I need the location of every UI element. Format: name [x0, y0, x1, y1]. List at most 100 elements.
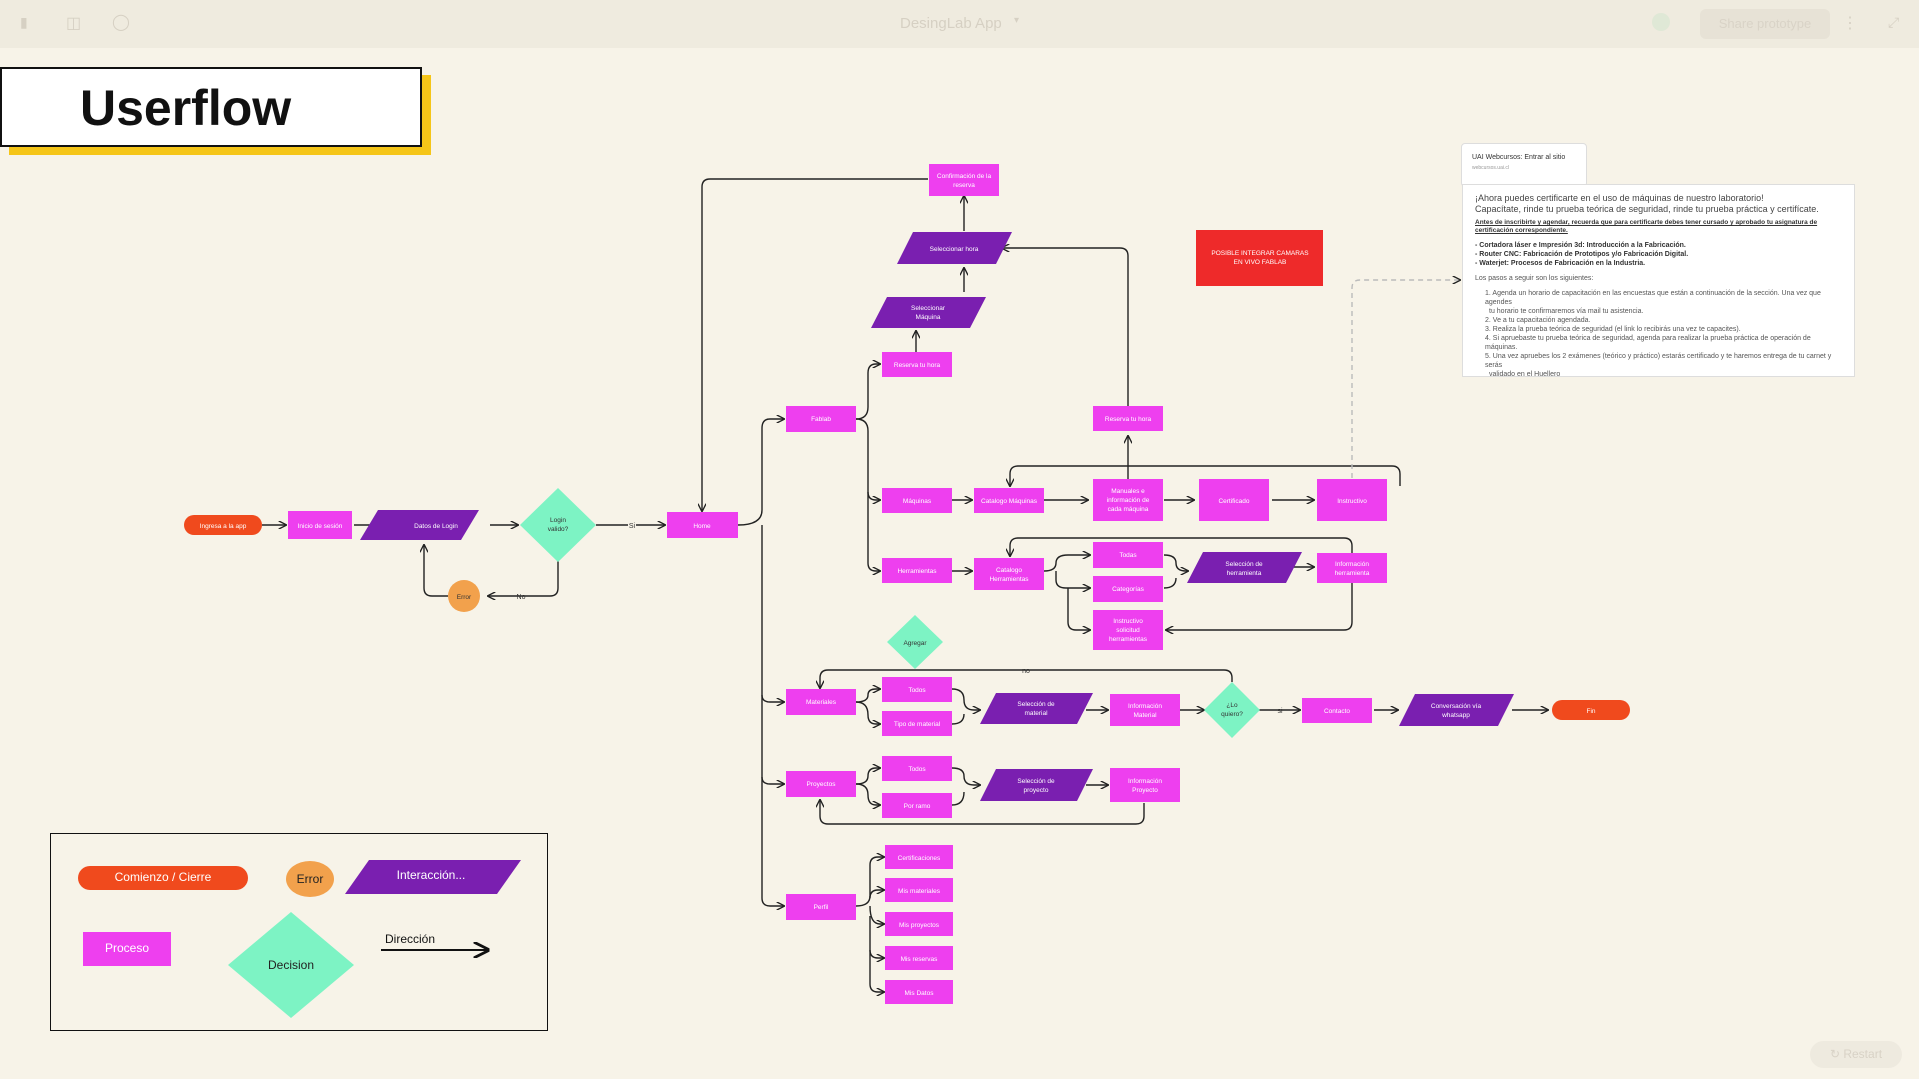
options-icon[interactable]: ⋮ [1842, 15, 1858, 32]
legend-error-label: Error [296, 872, 324, 886]
lo-quiero-decision[interactable] [1204, 682, 1260, 738]
end-label: Fin [1586, 708, 1595, 715]
legend-decision-shape [228, 912, 354, 1018]
fablab-label: Fablab [811, 416, 831, 423]
chevron-down-icon[interactable]: ▾ [1014, 15, 1020, 26]
camera-note [1196, 230, 1323, 286]
proyectos-node[interactable] [786, 771, 856, 797]
mis-materiales-label: Mis materiales [898, 888, 941, 895]
instructivo-solicitud-label-3: herramientas [1109, 636, 1148, 643]
catalogo-herramientas-node[interactable] [974, 558, 1044, 590]
webcursos-url: webcursos.uai.cl [1472, 165, 1509, 171]
login-valido-label-2: valido? [548, 526, 569, 533]
note-req-3: - Waterjet: Procesos de Fabricación en l… [1475, 260, 1646, 267]
restart-button[interactable]: ↻ Restart [1810, 1041, 1902, 1068]
todos-materiales-node[interactable] [882, 677, 952, 702]
error-node[interactable] [448, 580, 480, 612]
agregar-decision[interactable] [887, 615, 943, 669]
comment-icon[interactable]: ◯ [112, 14, 130, 31]
restart-label: Restart [1843, 1047, 1883, 1061]
seleccionar-maquina-node[interactable] [871, 297, 986, 328]
instructivo-node[interactable] [1317, 479, 1387, 521]
catalogo-maquinas-node[interactable] [974, 488, 1044, 513]
inicio-sesion-node[interactable] [288, 511, 352, 539]
todas-herramientas-label: Todas [1119, 552, 1137, 559]
certificado-node[interactable] [1199, 479, 1269, 521]
materiales-node[interactable] [786, 689, 856, 715]
mis-proyectos-label: Mis proyectos [899, 922, 940, 929]
legend-start-end-label: Comienzo / Cierre [114, 870, 212, 884]
proyectos-label: Proyectos [807, 781, 837, 788]
mis-reservas-node[interactable] [885, 946, 953, 970]
note-step-5a: 5. Una vez apruebes los 2 exámenes (teór… [1485, 353, 1832, 369]
note-step-1b: tu horario te confirmaremos vía mail tu … [1489, 308, 1644, 315]
legend-direction-label: Dirección [385, 932, 436, 946]
todos-materiales-label: Todos [908, 687, 926, 694]
categorias-label: Categorías [1112, 586, 1145, 593]
manuales-node[interactable] [1093, 479, 1163, 521]
mis-datos-node[interactable] [885, 980, 953, 1004]
seleccion-material-node[interactable] [980, 693, 1093, 724]
por-ramo-label: Por ramo [904, 803, 931, 810]
certificaciones-label: Certificaciones [898, 855, 941, 862]
avatar[interactable] [1652, 13, 1670, 31]
info-material-label-1: Información [1128, 703, 1162, 710]
info-herramienta-label-1: Información [1335, 561, 1369, 568]
todos-proyectos-node[interactable] [882, 756, 952, 781]
datos-login-node[interactable] [360, 510, 479, 540]
maquinas-label: Máquinas [903, 498, 932, 505]
share-prototype-button[interactable]: Share prototype [1700, 9, 1830, 39]
home-node[interactable] [667, 512, 738, 538]
conversacion-node[interactable] [1399, 694, 1514, 726]
certificado-label: Certificado [1218, 498, 1249, 505]
certificaciones-node[interactable] [885, 845, 953, 869]
fullscreen-icon[interactable]: ⤢ [1888, 14, 1900, 30]
mis-materiales-node[interactable] [885, 878, 953, 902]
info-material-node[interactable] [1110, 694, 1180, 726]
perfil-node[interactable] [786, 894, 856, 920]
por-ramo-node[interactable] [882, 793, 952, 818]
login-valido-decision[interactable] [520, 488, 596, 562]
webcursos-header: UAI Webcursos: Entrar al sitio [1472, 154, 1566, 161]
note-req-2: - Router CNC: Fabricación de Prototipos … [1475, 251, 1689, 258]
reserva-hora-node-1[interactable] [882, 352, 952, 377]
maquinas-node[interactable] [882, 488, 952, 513]
sidebar-toggle-icon[interactable]: ◫ [66, 15, 82, 32]
legend-decision-label: Decision [267, 958, 315, 972]
note-step-2: 2. Ve a tu capacitación agendada. [1485, 317, 1591, 324]
catalogo-herramientas-label-1: Catalogo [996, 567, 1022, 574]
todas-herramientas-node[interactable] [1093, 542, 1163, 568]
error-label: Error [457, 594, 472, 601]
seleccion-material-label-1: Selección de [1017, 701, 1055, 708]
info-herramienta-node[interactable] [1317, 553, 1387, 583]
tipo-material-node[interactable] [882, 711, 952, 736]
app-logo-icon[interactable]: ▮ [20, 14, 28, 30]
title-box: Userflow [0, 67, 422, 147]
page-title: Userflow [80, 80, 292, 136]
app-title[interactable]: DesingLab App [900, 15, 1002, 32]
note-step-3: 3. Realiza la prueba teórica de segurida… [1485, 326, 1741, 333]
mis-proyectos-node[interactable] [885, 912, 953, 936]
instructivo-solicitud-node[interactable] [1093, 610, 1163, 650]
contacto-label: Contacto [1324, 708, 1350, 715]
info-proyecto-node[interactable] [1110, 768, 1180, 802]
inicio-sesion-label: Inicio de sesión [298, 523, 343, 530]
herramientas-node[interactable] [882, 558, 952, 583]
reserva-hora-node-2[interactable] [1093, 406, 1163, 431]
legend-interaction-label: Interacción... [396, 868, 466, 882]
fablab-node[interactable] [786, 406, 856, 432]
note-req-1: - Cortadora láser e Impresión 3d: Introd… [1475, 242, 1686, 249]
label-si: Si [629, 523, 636, 530]
seleccion-herramienta-node[interactable] [1187, 552, 1302, 583]
contacto-node[interactable] [1302, 698, 1372, 723]
start-terminal[interactable] [184, 515, 262, 535]
seleccion-proyecto-node[interactable] [980, 769, 1093, 801]
legend-shapes [78, 860, 521, 1018]
categorias-node[interactable] [1093, 576, 1163, 602]
webcursos-header-card[interactable]: UAI Webcursos: Entrar al sitio webcursos… [1461, 143, 1587, 187]
legend-error-shape [286, 861, 334, 897]
end-terminal[interactable] [1552, 700, 1630, 720]
confirmacion-node[interactable] [929, 164, 999, 196]
seleccionar-hora-node[interactable] [897, 232, 1012, 264]
